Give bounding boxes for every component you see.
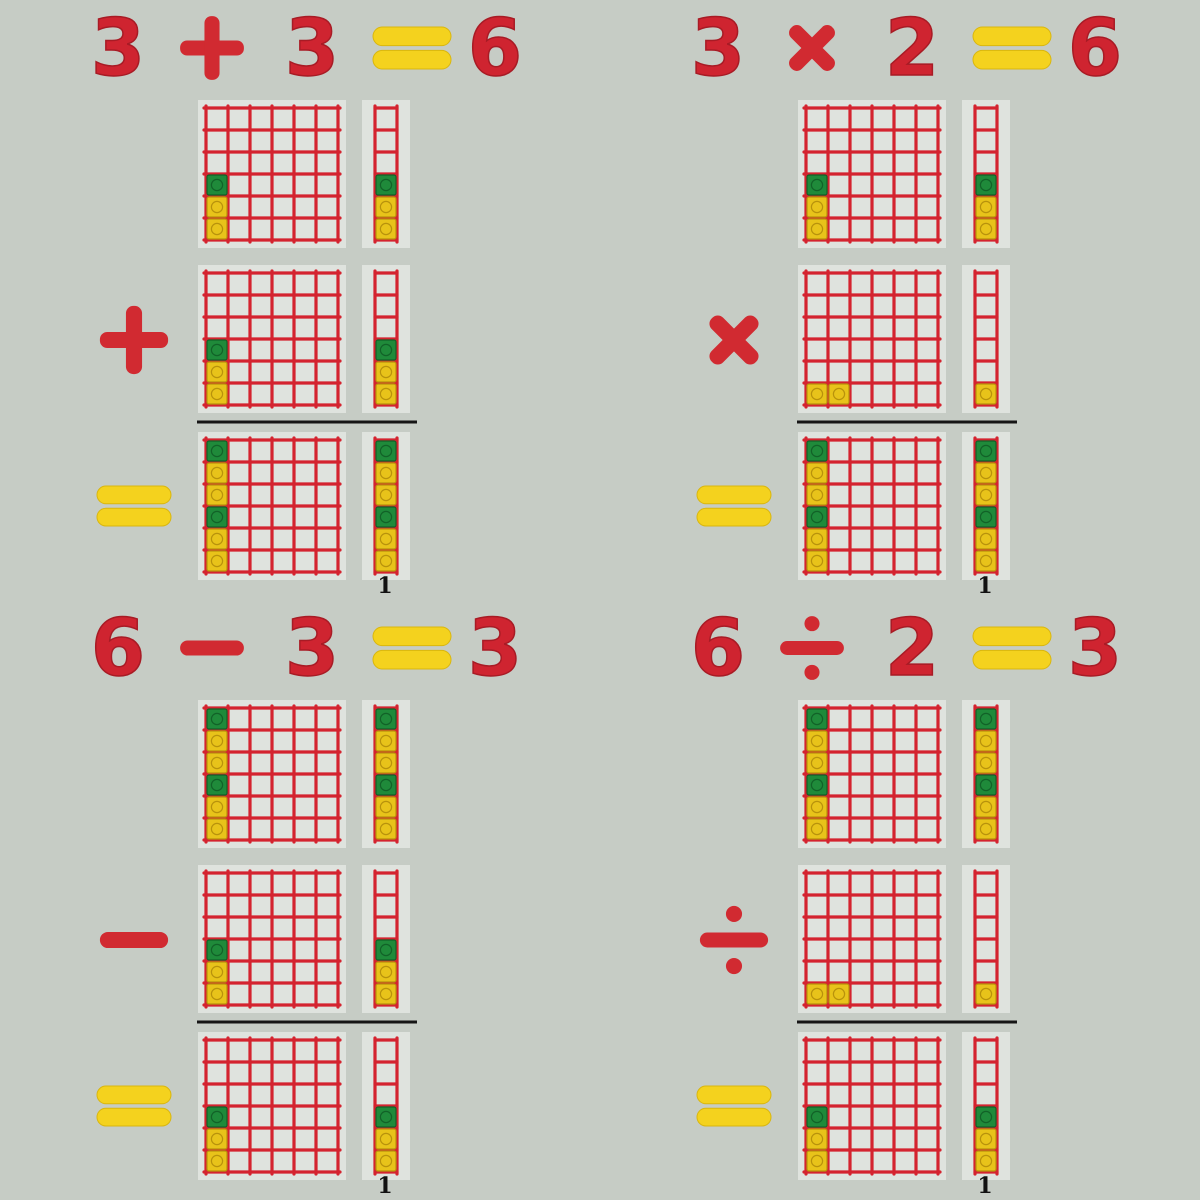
- row-divide-sign-icon: [699, 905, 769, 975]
- grid-board-row-1: [798, 700, 946, 848]
- ladder-row-1: [362, 100, 410, 248]
- row-minus-sign-icon: [99, 931, 169, 949]
- equals-sign-icon: [972, 26, 1052, 70]
- grid-board-row-1: [798, 100, 946, 248]
- equation-left-number: 3: [91, 4, 145, 94]
- ladder-row-3: [362, 1032, 410, 1180]
- ladder-row-3: [962, 1032, 1010, 1180]
- row-equals-sign-icon: [696, 485, 772, 527]
- equation-result-number: 6: [1068, 4, 1122, 94]
- equation-left-number: 6: [91, 604, 145, 694]
- equation-right-number: 2: [885, 4, 939, 94]
- quadrant-division: 6 2 3 1: [600, 600, 1200, 1200]
- unit-label: 1: [977, 573, 992, 599]
- equals-sign-icon: [372, 626, 452, 670]
- quadrant-subtraction: 6 3 3 1: [0, 600, 600, 1200]
- equation-left-number: 3: [691, 4, 745, 94]
- equals-sign-icon: [972, 626, 1052, 670]
- ladder-row-2: [962, 265, 1010, 413]
- ladder-row-1: [962, 100, 1010, 248]
- equation-right-number: 3: [285, 604, 339, 694]
- row-equals-sign-icon: [96, 485, 172, 527]
- times-sign-icon: [789, 25, 835, 71]
- row-equals-sign-icon: [696, 1085, 772, 1127]
- ladder-row-3: [362, 432, 410, 580]
- ladder-row-1: [962, 700, 1010, 848]
- multiplication-board: 3 2 6 1: [690, 3, 1123, 599]
- grid-board-row-3: [798, 1032, 946, 1180]
- grid-board-row-3: [798, 432, 946, 580]
- equation-result-number: 3: [468, 604, 522, 694]
- grid-board-row-1: [198, 100, 346, 248]
- equation-right-number: 3: [285, 4, 339, 94]
- equation-result-number: 3: [1068, 604, 1122, 694]
- division-board: 6 2 3 1: [690, 603, 1123, 1199]
- ladder-row-2: [362, 865, 410, 1013]
- grid-board-row-2: [798, 865, 946, 1013]
- grid-board-row-3: [198, 1032, 346, 1180]
- subtraction-board: 6 3 3 1: [90, 603, 523, 1199]
- row-plus-sign-icon: [99, 305, 169, 375]
- row-times-sign-icon: [709, 315, 759, 365]
- grid-board-row-2: [798, 265, 946, 413]
- ladder-row-3: [962, 432, 1010, 580]
- quadrant-addition: 3 3 6 1: [0, 0, 600, 600]
- minus-sign-icon: [180, 640, 244, 656]
- equation-left-number: 6: [691, 604, 745, 694]
- row-equals-sign-icon: [96, 1085, 172, 1127]
- plus-sign-icon: [180, 16, 244, 80]
- grid-board-row-2: [198, 265, 346, 413]
- equals-sign-icon: [372, 26, 452, 70]
- divide-sign-icon: [780, 616, 844, 680]
- equation-result-number: 6: [468, 4, 522, 94]
- addition-board: 3 3 6 1: [90, 3, 523, 599]
- quadrant-multiplication: 3 2 6 1: [600, 0, 1200, 600]
- unit-label: 1: [977, 1173, 992, 1199]
- unit-label: 1: [377, 1173, 392, 1199]
- ladder-row-2: [362, 265, 410, 413]
- grid-board-row-2: [198, 865, 346, 1013]
- equation-right-number: 2: [885, 604, 939, 694]
- unit-label: 1: [377, 573, 392, 599]
- ladder-row-1: [362, 700, 410, 848]
- grid-board-row-1: [198, 700, 346, 848]
- ladder-row-2: [962, 865, 1010, 1013]
- grid-board-row-3: [198, 432, 346, 580]
